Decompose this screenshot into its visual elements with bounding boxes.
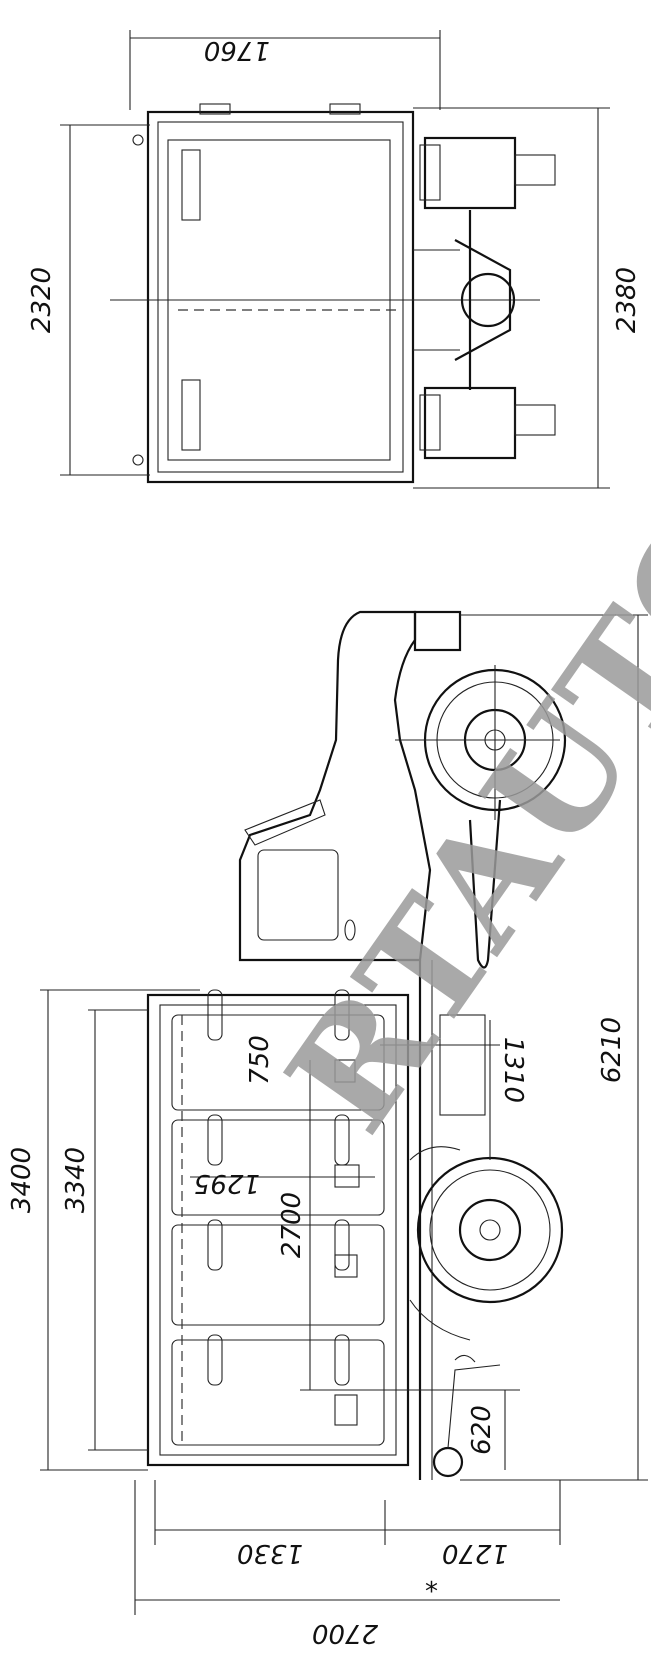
dim-label-6210: 6210 bbox=[597, 1017, 627, 1083]
end-lamp-top bbox=[181, 149, 201, 221]
dim-label-1760: 1760 bbox=[204, 35, 270, 65]
dim-label-2380: 2380 bbox=[612, 267, 642, 333]
asterisk-mark: * bbox=[425, 1577, 438, 1607]
end-body-outline bbox=[146, 110, 415, 484]
tow-hook bbox=[432, 1446, 464, 1478]
end-view: 1760 2320 2380 bbox=[27, 30, 642, 489]
cab-top-block bbox=[413, 610, 462, 652]
cab-handle bbox=[344, 919, 356, 941]
platform-section-4 bbox=[171, 1339, 385, 1446]
rear-wheel bbox=[416, 1156, 564, 1304]
dim-label-2700: 2700 bbox=[312, 1618, 378, 1648]
end-differential bbox=[460, 272, 516, 328]
dim-label-1270: 1270 bbox=[442, 1538, 508, 1568]
dim-label-2700-mid: 2700 bbox=[277, 1192, 307, 1258]
dim-label-3400: 3400 bbox=[7, 1147, 37, 1213]
end-wheel-top bbox=[423, 136, 517, 210]
cab-window bbox=[257, 849, 339, 941]
end-wheel-bottom bbox=[423, 386, 517, 460]
dim-label-1330: 1330 bbox=[237, 1538, 303, 1568]
dim-label-2320: 2320 bbox=[27, 267, 57, 333]
cab-windshield bbox=[244, 799, 326, 846]
platform-section-3 bbox=[171, 1224, 385, 1326]
side-view: 3400 3340 750 1295 2700 1310 620 6210 13… bbox=[7, 610, 648, 1648]
platform-section-2 bbox=[171, 1119, 385, 1216]
dim-label-1295: 1295 bbox=[194, 1168, 260, 1198]
cab-outline bbox=[238, 610, 432, 962]
dim-label-1310: 1310 bbox=[498, 1037, 528, 1103]
end-axle bbox=[454, 210, 512, 390]
platform-outline bbox=[146, 993, 410, 1467]
stanchions bbox=[207, 989, 350, 1386]
dim-label-3340: 3340 bbox=[61, 1147, 91, 1213]
platform-section-1 bbox=[171, 1014, 385, 1111]
front-strut bbox=[468, 799, 502, 969]
end-lamp-bottom bbox=[181, 379, 201, 451]
dim-label-620: 620 bbox=[467, 1405, 497, 1455]
dim-label-750: 750 bbox=[245, 1035, 275, 1085]
fuel-tank bbox=[439, 1014, 486, 1116]
